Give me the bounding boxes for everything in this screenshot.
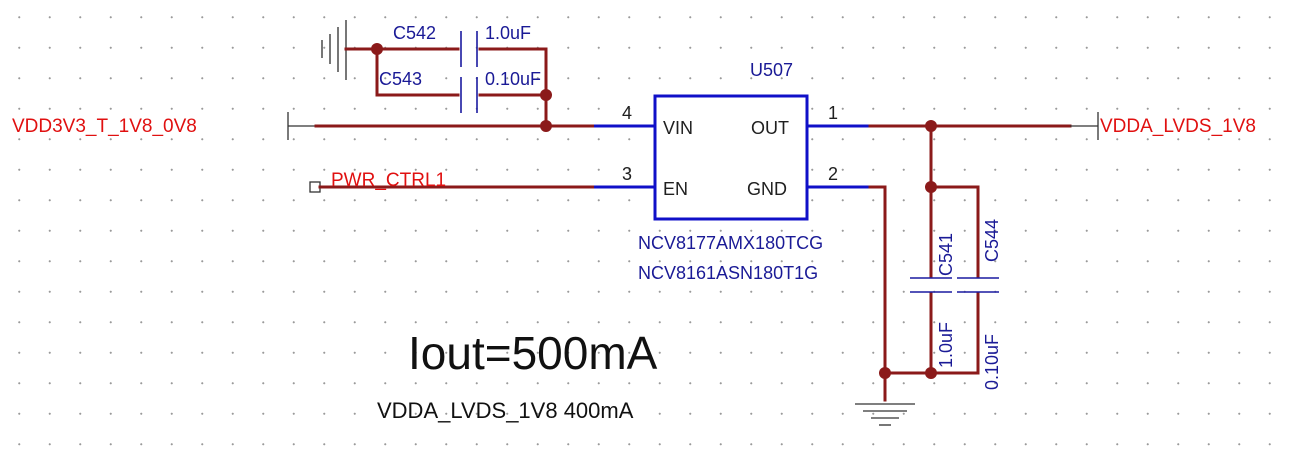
regulator-part-number-2: NCV8161ASN180T1G bbox=[638, 263, 818, 283]
pin-number-gnd: 2 bbox=[828, 164, 838, 184]
regulator-body bbox=[653, 94, 809, 221]
capacitor-c543 bbox=[460, 77, 478, 113]
c544-ref-label: C544 bbox=[982, 219, 1002, 262]
regulator-ref-label: U507 bbox=[750, 60, 793, 80]
regulator-part-number-1: NCV8177AMX180TCG bbox=[638, 233, 823, 253]
input-cap-wires bbox=[344, 47, 548, 128]
pin-name-gnd: GND bbox=[747, 179, 787, 199]
c541-value-label: 1.0uF bbox=[936, 322, 956, 368]
current-limit-note: Iout=500mA bbox=[408, 327, 658, 379]
pin-name-out: OUT bbox=[751, 118, 789, 138]
pin-name-en: EN bbox=[663, 179, 688, 199]
input-port-symbol bbox=[287, 112, 316, 140]
output-cap-wires bbox=[868, 124, 980, 402]
pin-number-vin: 4 bbox=[622, 103, 632, 123]
c543-value-label: 0.10uF bbox=[485, 69, 541, 89]
ground-symbol-output bbox=[855, 403, 915, 426]
c544-value-label: 0.10uF bbox=[982, 334, 1002, 390]
output-net-label: VDDA_LVDS_1V8 bbox=[1100, 116, 1256, 137]
c542-ref-label: C542 bbox=[393, 23, 436, 43]
load-current-note: VDDA_LVDS_1V8 400mA bbox=[377, 398, 634, 423]
c541-ref-label: C541 bbox=[936, 233, 956, 276]
c542-value-label: 1.0uF bbox=[485, 23, 531, 43]
pin-number-en: 3 bbox=[622, 164, 632, 184]
pin-name-vin: VIN bbox=[663, 118, 693, 138]
regulator-pins bbox=[594, 124, 870, 189]
c543-ref-label: C543 bbox=[379, 69, 422, 89]
enable-net-label: PWR_CTRL1 bbox=[331, 170, 446, 191]
output-port-symbol bbox=[1070, 112, 1099, 140]
capacitor-c544 bbox=[957, 277, 999, 293]
capacitor-c541 bbox=[910, 277, 952, 293]
ground-symbol-input-caps bbox=[321, 20, 347, 80]
junction-dots bbox=[371, 43, 937, 379]
input-net-label: VDD3V3_T_1V8_0V8 bbox=[12, 116, 197, 137]
pin-number-out: 1 bbox=[828, 103, 838, 123]
capacitor-c542 bbox=[460, 31, 478, 67]
